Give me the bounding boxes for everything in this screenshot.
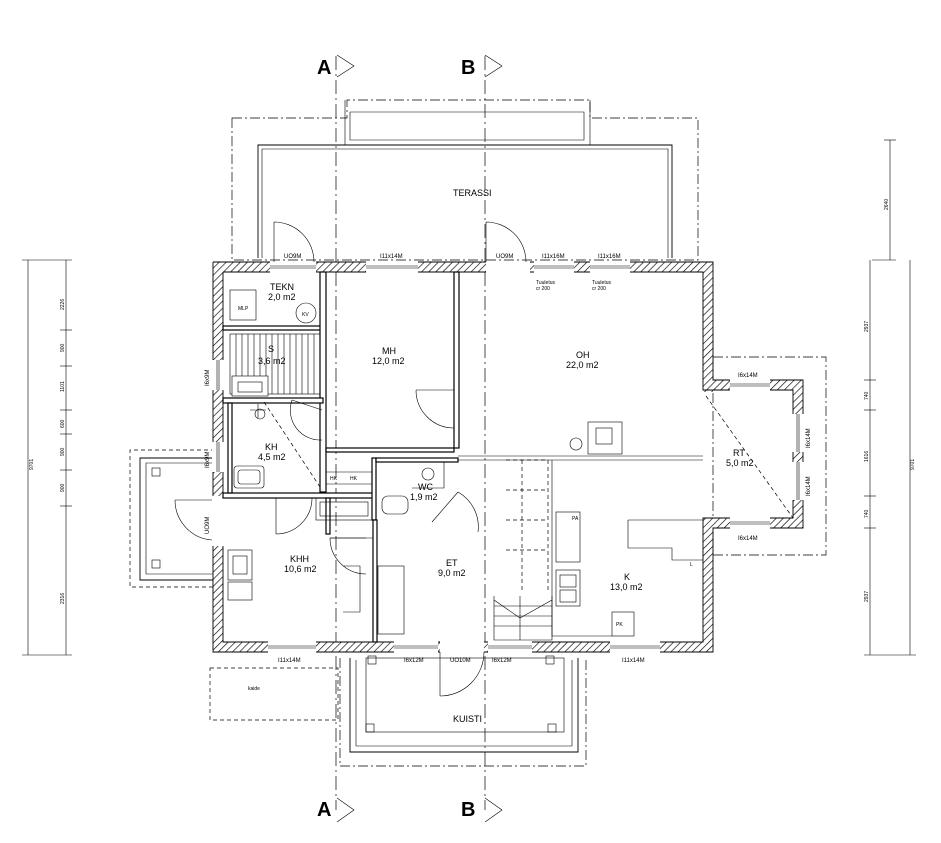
door-swings: [174, 221, 794, 697]
svg-text:B: B: [461, 57, 475, 79]
dim-right-inner-0: 2640: [884, 199, 890, 210]
opening-rt-window-top: I6x14M: [738, 373, 758, 379]
opening-rt-window-right-1: I6x14M: [806, 428, 812, 448]
dim-right-inner-3: 1616: [864, 451, 870, 462]
room-khh-name: KHH: [290, 554, 309, 564]
room-oh-area: 22,0 m2: [566, 360, 599, 370]
sauna-bench: [229, 333, 321, 397]
dimension-right: 2640 2937 740 1616 740 2937 9701: [864, 139, 916, 656]
dim-left-inner-0: 2226: [60, 299, 66, 310]
porch: KUISTI kaide: [209, 655, 587, 767]
pa-label: PA: [572, 516, 579, 522]
tuuletus-1b: cr 200: [536, 286, 550, 292]
room-rt-area: 5,0 m2: [726, 458, 754, 468]
section-marker-a-top: A: [317, 54, 355, 810]
fixtures: MLP KV: [227, 289, 703, 641]
room-tekn-area: 2,0 m2: [268, 292, 296, 302]
opening-labels: UO9M I11x14M UO9M I11x16M I11x16M Tuulet…: [205, 254, 812, 664]
room-labels: TEKN 2,0 m2 S 3,6 m2 KH 4,5 m2 KHH 10,6 …: [258, 282, 754, 592]
room-et-area: 9,0 m2: [438, 568, 466, 578]
section-marker-a-bottom: A: [317, 797, 355, 823]
tuuletus-2b: cr 200: [592, 286, 606, 292]
hk-label-1: HK: [330, 476, 338, 482]
dim-left-inner-1: 900: [60, 343, 66, 352]
terrace: TERASSI: [231, 99, 699, 261]
svg-text:A: A: [317, 799, 331, 821]
dim-left-inner-2: 1101: [60, 381, 66, 392]
dim-right-inner-5: 2937: [864, 591, 870, 602]
dimension-left: 9701 2226 900 1101 600 900 900 2316: [22, 259, 72, 656]
room-terassi-name: TERASSI: [453, 188, 492, 198]
opening-bottom-door: UO10M: [450, 658, 471, 664]
outer-walls: [212, 261, 804, 653]
room-k-area: 13,0 m2: [610, 582, 643, 592]
opening-top-window-1: I11x14M: [380, 254, 403, 260]
opening-left-door: UO9M: [205, 517, 211, 534]
room-mh-area: 12,0 m2: [372, 356, 405, 366]
opening-left-window-2: I6x9M: [205, 452, 211, 468]
dim-right-inner-2: 740: [864, 391, 870, 400]
pk-label: PK: [616, 622, 623, 628]
kaide-label: kaide: [248, 686, 260, 692]
dim-right-inner-4: 740: [864, 509, 870, 518]
kv-label: KV: [302, 312, 309, 318]
side-terrace: [129, 449, 215, 588]
room-wc-area: 1,9 m2: [410, 492, 438, 502]
room-kh-area: 4,5 m2: [258, 452, 286, 462]
opening-top-door-right: UO9M: [496, 254, 513, 260]
room-wc-name: WC: [418, 482, 433, 492]
dim-left-inner-4: 900: [60, 447, 66, 456]
opening-top-door-left: UO9M: [284, 254, 301, 260]
room-s-area: 3,6 m2: [258, 356, 286, 366]
dim-right-outer: 9701: [910, 459, 916, 470]
interior-walls: [222, 271, 703, 643]
opening-bottom-window-2: I6x12M: [404, 658, 424, 664]
opening-left-window-1: I6x9M: [205, 370, 211, 386]
l-label: L: [690, 562, 693, 568]
section-marker-b-top: B: [461, 54, 503, 810]
room-khh-area: 10,6 m2: [284, 564, 317, 574]
dim-left-outer: 9701: [29, 459, 35, 470]
section-marker-b-bottom: B: [461, 797, 503, 823]
opening-bottom-window-3: I6x12M: [492, 658, 512, 664]
room-et-name: ET: [446, 558, 458, 568]
svg-text:B: B: [461, 799, 475, 821]
room-s-name: S: [268, 344, 274, 354]
tuuletus-1: Tuuletus: [536, 280, 555, 286]
opening-top-window-3: I11x16M: [598, 254, 621, 260]
svg-text:A: A: [317, 57, 331, 79]
hk-label-2: HK: [350, 476, 358, 482]
tuuletus-2: Tuuletus: [592, 280, 611, 286]
dim-left-inner-6: 2316: [60, 593, 66, 604]
staircase: [493, 459, 553, 641]
room-kuisti-name: KUISTI: [453, 714, 482, 724]
room-kh-name: KH: [265, 442, 278, 452]
opening-bottom-window-1: I11x14M: [278, 658, 301, 664]
room-k-name: K: [624, 572, 630, 582]
room-mh-name: MH: [382, 346, 396, 356]
opening-rt-window-bottom: I6x14M: [738, 536, 758, 542]
opening-top-window-2: I11x16M: [542, 254, 565, 260]
opening-bottom-window-4: I11x14M: [622, 658, 645, 664]
dim-right-inner-1: 2937: [864, 321, 870, 332]
dim-left-inner-5: 900: [60, 483, 66, 492]
dim-left-inner-3: 600: [60, 419, 66, 428]
room-oh-name: OH: [576, 350, 590, 360]
opening-rt-window-right-2: I6x14M: [806, 476, 812, 496]
mlp-label: MLP: [238, 306, 249, 312]
bay-room-outer: [712, 356, 827, 556]
room-tekn-name: TEKN: [270, 282, 294, 292]
room-rt-name: RT: [733, 448, 745, 458]
